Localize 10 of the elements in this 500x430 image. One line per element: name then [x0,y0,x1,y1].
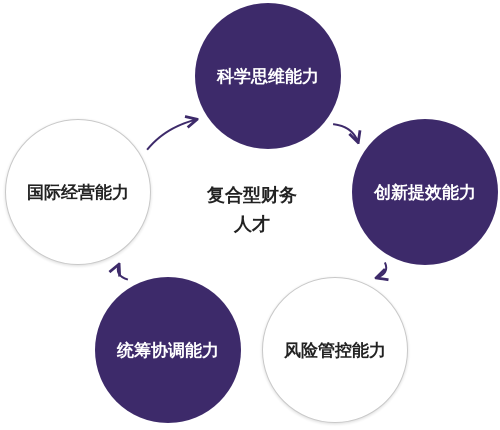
circle-label: 风险管控能力 [284,340,386,362]
center-title: 复合型财务人才 [206,184,298,237]
curved-arrow [374,262,390,281]
circle-label: 统筹协调能力 [117,340,219,362]
curved-arrow [332,123,361,144]
circle-label: 创新提效能力 [374,182,476,204]
curved-arrow [108,262,128,281]
curved-arrow [146,115,199,150]
circle-label: 科学思维能力 [217,66,319,88]
circle-label: 国际经营能力 [27,182,129,204]
